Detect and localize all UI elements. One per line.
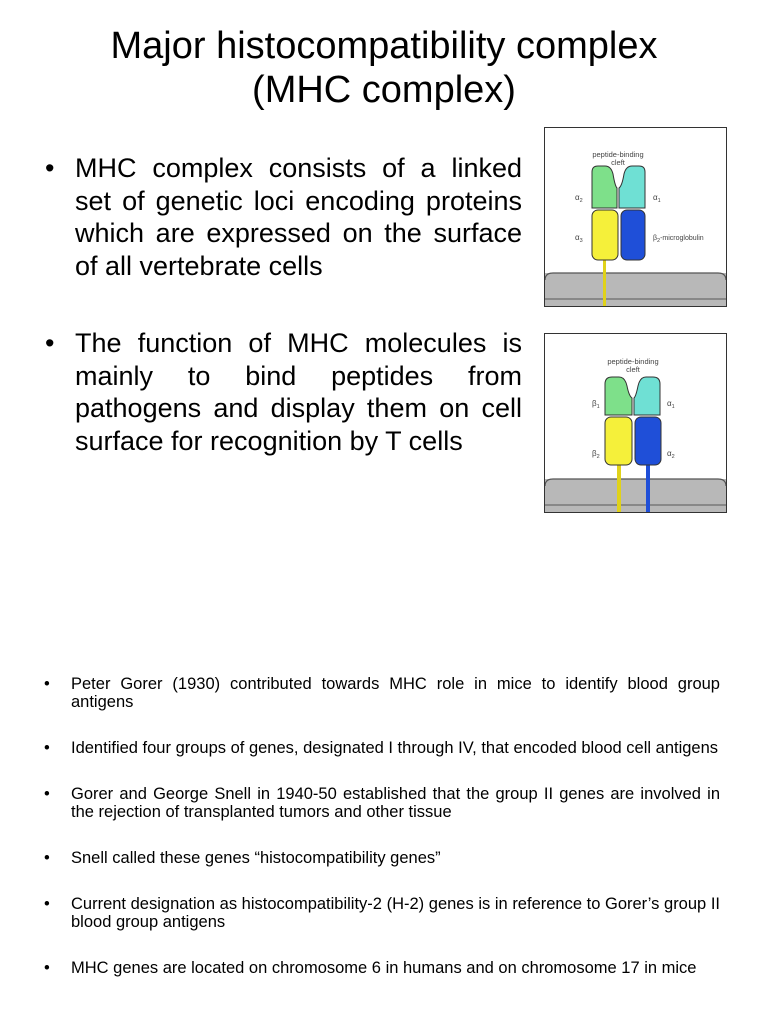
mhc-class-i-figure: peptide-binding cleft α2 α3 α1 β2-microg… [544,127,727,307]
main-bullet-list: • MHC complex consists of a linked set o… [40,152,522,457]
label-alpha2: α2 [667,449,675,460]
figure-caption-1: peptide-binding [592,150,643,159]
small-bullet-item: • Snell called these genes “histocompati… [44,849,720,867]
title-line-2: (MHC complex) [252,69,516,111]
figure-caption-2: cleft [611,158,626,167]
figure-caption-1: peptide-binding [607,357,658,366]
label-beta2-microglobulin: β2-microglobulin [653,235,704,244]
mhc-class-i-diagram: peptide-binding cleft α2 α3 α1 β2-microg… [545,150,726,306]
small-bullet-item: • Current designation as histocompatibil… [44,895,720,931]
small-bullet-item: • Identified four groups of genes, desig… [44,739,720,757]
bullet-glyph: • [44,895,50,913]
beta2-microglobulin-domain [620,209,646,261]
small-bullet-item: • Peter Gorer (1930) contributed towards… [44,675,720,711]
small-bullet-text: MHC genes are located on chromosome 6 in… [71,959,697,977]
small-bullet-text: Current designation as histocompatibilit… [71,895,720,931]
transmembrane-tail [603,260,606,306]
page-title: Major histocompatibility complex (MHC co… [0,24,768,112]
cell-membrane [545,479,726,512]
beta-transmembrane-tail [617,464,621,512]
main-bullet-item: • MHC complex consists of a linked set o… [40,152,522,282]
alpha2-domain [591,165,618,209]
small-bullet-text: Identified four groups of genes, designa… [71,739,719,757]
label-alpha1: α1 [653,193,661,204]
alpha-transmembrane-tail [646,464,650,512]
mhc-class-ii-diagram: peptide-binding cleft β1 β2 α1 α2 [545,357,726,512]
bullet-glyph: • [44,849,50,867]
label-alpha1: α1 [667,399,675,410]
cell-membrane [545,273,726,306]
beta1-domain [604,376,633,416]
label-beta2: β2 [592,449,600,460]
bullet-glyph: • [44,959,50,977]
bullet-glyph: • [44,739,50,757]
figure-caption-2: cleft [626,365,641,374]
small-bullet-text: Snell called these genes “histocompatibi… [71,849,441,867]
mhc-class-ii-figure: peptide-binding cleft β1 β2 α1 α2 [544,333,727,513]
label-beta1: β1 [592,399,600,410]
label-alpha2: α2 [575,193,583,204]
bullet-glyph: • [45,328,55,358]
bullet-glyph: • [45,153,55,183]
bullet-glyph: • [44,675,50,693]
small-bullet-text: Gorer and George Snell in 1940-50 establ… [71,785,720,821]
title-line-1: Major histocompatibility complex [110,25,658,67]
small-bullet-list: • Peter Gorer (1930) contributed towards… [44,675,720,1005]
main-bullet-item: • The function of MHC molecules is mainl… [40,327,522,457]
small-bullet-text: Peter Gorer (1930) contributed towards M… [71,675,720,711]
alpha1-domain [618,165,646,209]
beta2-domain [604,416,633,466]
small-bullet-item: • Gorer and George Snell in 1940-50 esta… [44,785,720,821]
main-bullet-text: The function of MHC molecules is mainly … [75,328,522,456]
alpha1-domain [633,376,661,416]
bullet-glyph: • [44,785,50,803]
label-alpha3: α3 [575,233,583,244]
small-bullet-item: • MHC genes are located on chromosome 6 … [44,959,720,977]
alpha3-domain [591,209,619,261]
alpha2-domain [634,416,662,466]
main-bullet-text: MHC complex consists of a linked set of … [75,153,522,281]
